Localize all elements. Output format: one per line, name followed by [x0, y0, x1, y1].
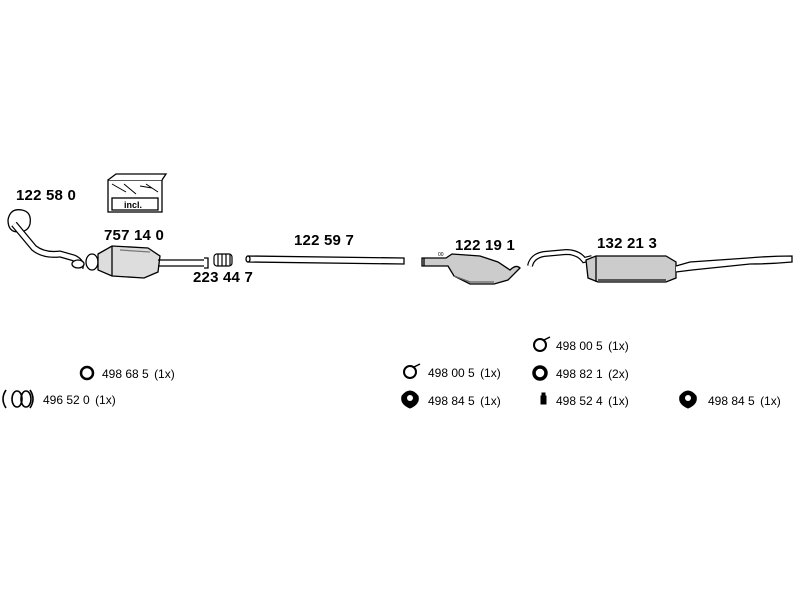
part-label-rear-silencer: 132 21 3 — [597, 235, 657, 252]
o-ring-icon — [532, 365, 548, 381]
kit-included-label: incl. — [124, 200, 143, 210]
part-label-middle-pipe: 122 59 7 — [294, 232, 354, 249]
hardware-label: 498 52 4 (1x) — [556, 394, 629, 408]
hardware-label: 498 68 5 (1x) — [102, 367, 175, 381]
part-label-center-silencer: 122 19 1 — [455, 237, 515, 254]
hardware-label: 498 00 5 (1x) — [556, 339, 629, 353]
hardware-label: 498 84 5 (1x) — [708, 394, 781, 408]
middle-pipe-drawing — [245, 255, 405, 265]
center-silencer-drawing: 00 — [421, 252, 521, 285]
hardware-label: 498 82 1 (2x) — [556, 367, 629, 381]
rubber-mount-icon — [679, 390, 697, 409]
hanger-ring-icon — [403, 363, 421, 379]
hanger-ring-icon — [533, 336, 551, 352]
hardware-label: 496 52 0 (1x) — [43, 393, 116, 407]
ring-gasket-icon — [79, 365, 95, 381]
part-label-front-pipe: 122 58 0 — [16, 187, 76, 204]
rubber-mount-icon — [401, 390, 419, 409]
rear-silencer-drawing — [527, 248, 793, 283]
hardware-label: 498 00 5 (1x) — [428, 366, 501, 380]
part-label-clamp-sleeve: 223 44 7 — [193, 269, 253, 286]
hardware-label: 498 84 5 (1x) — [428, 394, 501, 408]
clamp-icon — [2, 389, 34, 409]
bolt-icon — [540, 392, 547, 405]
svg-text:00: 00 — [438, 252, 444, 258]
catalytic-converter-drawing — [85, 245, 209, 279]
part-label-catalytic-converter: 757 14 0 — [104, 227, 164, 244]
clamp-sleeve-drawing — [213, 253, 233, 267]
mounting-kit-box — [107, 173, 168, 213]
front-pipe-drawing — [7, 209, 85, 270]
